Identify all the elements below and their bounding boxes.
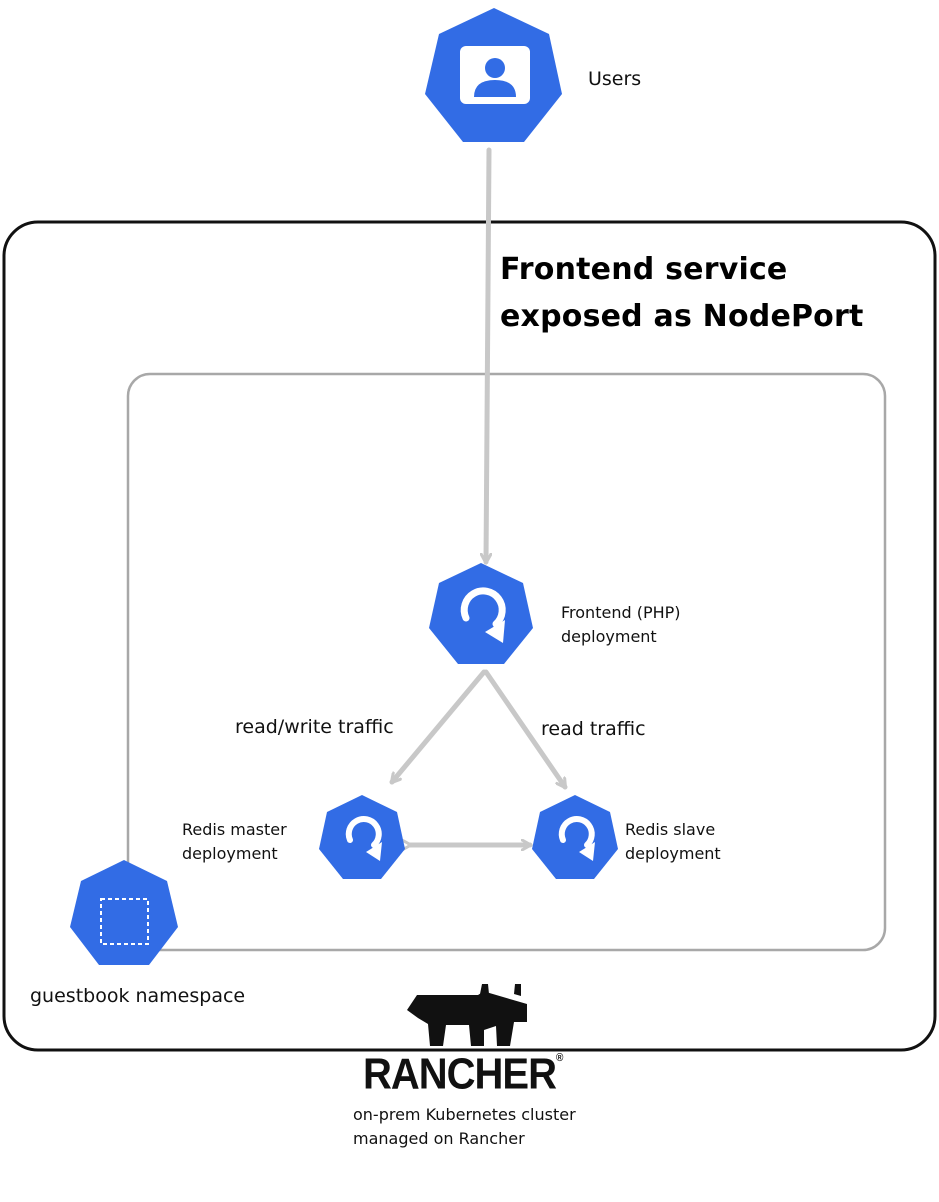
read-write-traffic-label: read/write traffic bbox=[235, 716, 394, 738]
rancher-caption: on-prem Kubernetes cluster managed on Ra… bbox=[353, 1103, 576, 1151]
redis-slave-label-line2: deployment bbox=[625, 844, 721, 863]
redis-master-label: Redis master deployment bbox=[182, 818, 287, 866]
frontend-label-line1: Frontend (PHP) bbox=[561, 603, 681, 622]
rancher-caption-line2: managed on Rancher bbox=[353, 1129, 525, 1148]
namespace-icon bbox=[70, 860, 178, 965]
cluster-boundary bbox=[2, 220, 937, 1052]
rancher-caption-line1: on-prem Kubernetes cluster bbox=[353, 1105, 576, 1124]
service-label: Frontend service exposed as NodePort bbox=[500, 246, 864, 340]
redis-master-icon bbox=[319, 795, 405, 879]
service-label-line1: Frontend service bbox=[500, 252, 788, 287]
frontend-deployment-icon bbox=[429, 563, 533, 664]
redis-slave-label: Redis slave deployment bbox=[625, 818, 721, 866]
redis-slave-icon bbox=[532, 795, 618, 879]
redis-master-label-line1: Redis master bbox=[182, 820, 287, 839]
rancher-brand: RANCHER® bbox=[363, 1049, 563, 1099]
frontend-label-line2: deployment bbox=[561, 627, 657, 646]
frontend-label: Frontend (PHP) deployment bbox=[561, 601, 681, 649]
users-icon bbox=[425, 8, 562, 142]
users-to-frontend-arrow bbox=[486, 147, 489, 565]
frontend-to-master-arrow bbox=[389, 669, 487, 785]
service-label-line2: exposed as NodePort bbox=[500, 299, 864, 334]
users-label: Users bbox=[588, 68, 642, 90]
redis-slave-label-line1: Redis slave bbox=[625, 820, 716, 839]
namespace-label: guestbook namespace bbox=[30, 985, 246, 1007]
rancher-logo-icon bbox=[407, 984, 527, 1046]
read-traffic-label: read traffic bbox=[541, 718, 646, 740]
namespace-boundary bbox=[126, 372, 887, 952]
frontend-to-slave-arrow bbox=[483, 669, 568, 790]
rancher-brand-text: RANCHER bbox=[363, 1049, 557, 1099]
redis-master-label-line2: deployment bbox=[182, 844, 278, 863]
